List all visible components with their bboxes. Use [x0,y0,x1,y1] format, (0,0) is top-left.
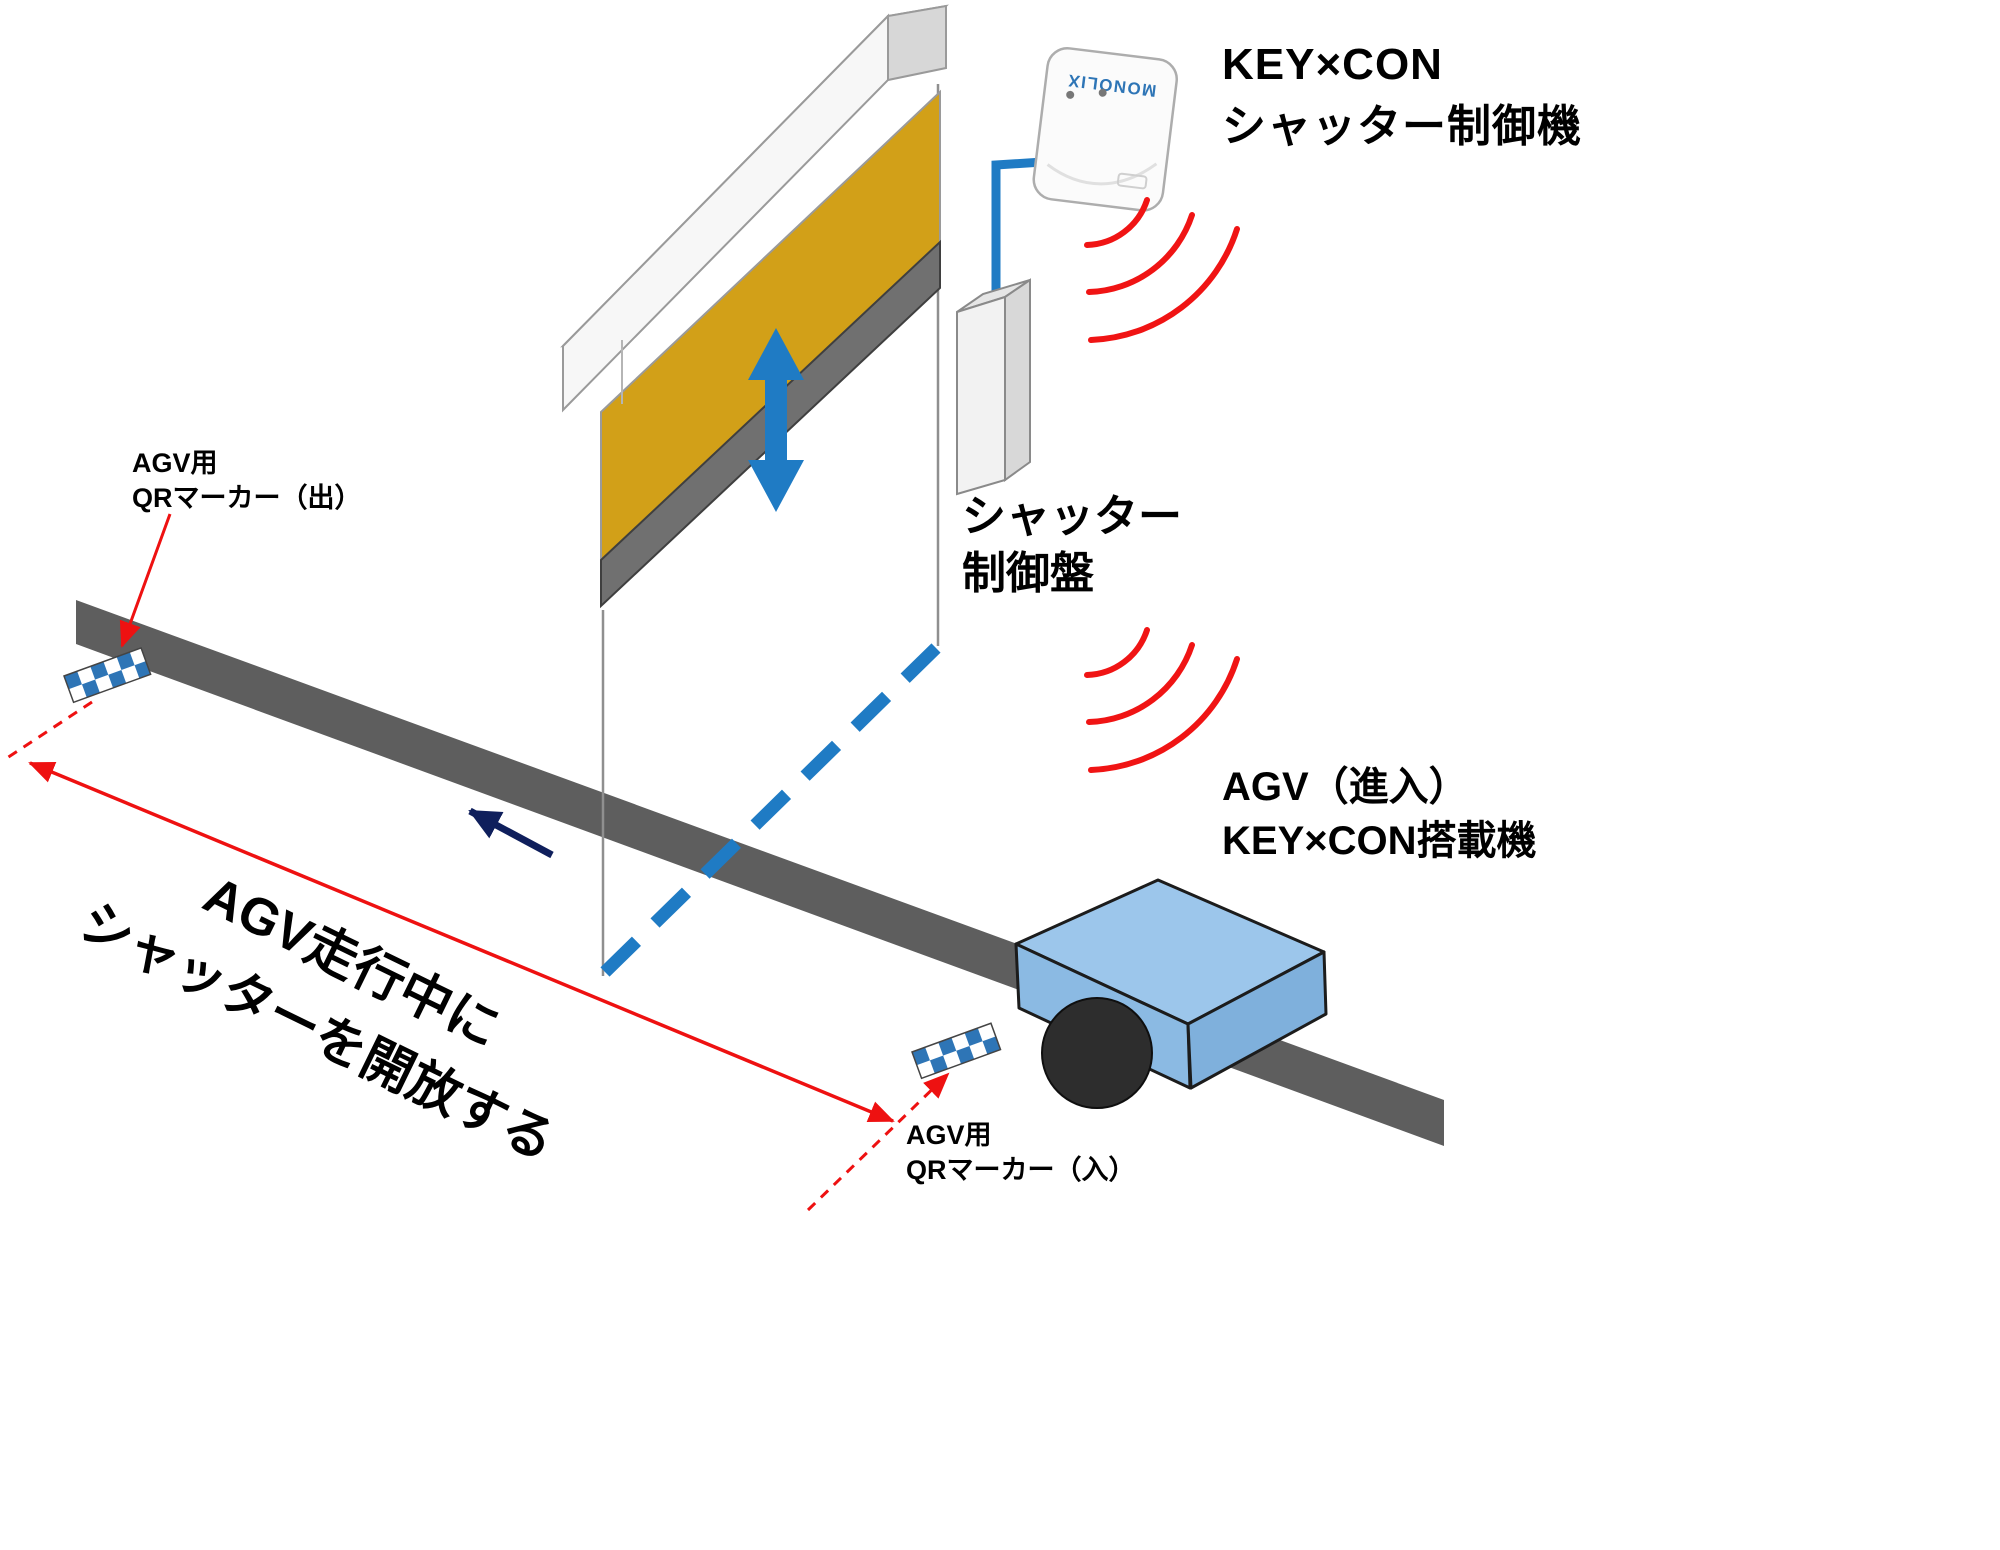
label-agv: AGV（進入） KEY×CON搭載機 [1222,765,1537,863]
agv-wheel [1041,997,1153,1109]
label-shutter-controller: KEY×CON シャッター制御機 [1222,40,1582,151]
wireless-signal-agv-icon [1084,627,1240,773]
shutter [560,4,949,977]
qr-marker-exit [63,646,152,704]
label-qr-marker-entry: AGV用 QRマーカー（入） [906,1120,1136,1186]
qr-marker-entry [911,1022,1002,1080]
keycon-controller-device: MONOLIX [1032,47,1178,212]
travel-direction-arrow [468,807,554,859]
control-panel-side [1004,278,1031,482]
travel-span-line [28,761,895,1123]
label-control-panel: シャッター 制御盤 [962,492,1182,599]
agv-body-right [1186,950,1328,1090]
entry-marker-guide-dashed-arrow [806,1072,950,1212]
shutter-motion-arrow [748,328,804,512]
agv-vehicle [1014,878,1328,1109]
control-panel-front [956,295,1006,496]
device-label-plate [1116,172,1148,190]
device-led-dot [1066,90,1075,99]
device-led-dot [1098,88,1107,97]
exit-marker-pointer-arrow [119,513,172,648]
shutter-header-end [887,4,947,82]
wireless-signal-controller-icon [1084,197,1240,343]
exit-marker-guide-dashed [3,700,93,762]
label-qr-marker-exit: AGV用 QRマーカー（出） [132,448,362,514]
control-panel-box [956,278,1031,496]
